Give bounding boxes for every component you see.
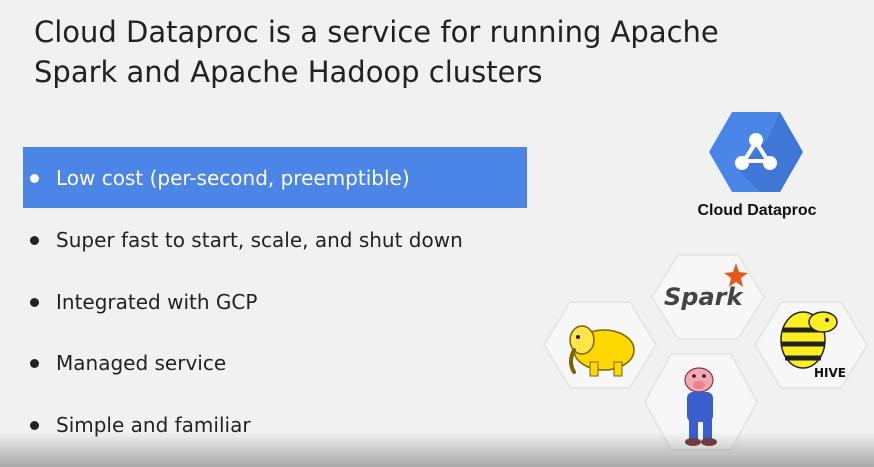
hadoop-elephant-icon — [569, 325, 635, 377]
spark-logo: Spark — [664, 283, 743, 311]
bullet-dot-icon — [30, 297, 39, 307]
bullet-dot-icon — [30, 358, 39, 368]
bullet-dot-icon — [30, 173, 39, 183]
bullet-item: Super fast to start, scale, and shut dow… — [30, 225, 463, 255]
product-name: Cloud Dataproc — [697, 202, 817, 219]
spark-star-icon — [724, 263, 748, 287]
hive-bee-icon — [780, 311, 838, 369]
pig-icon — [684, 367, 717, 446]
bullet-label: Simple and familiar — [56, 413, 251, 437]
bullet-item: Simple and familiar — [30, 410, 251, 440]
bullet-dot-icon — [30, 235, 39, 245]
spark-hexagon — [650, 254, 766, 340]
bullet-label: Super fast to start, scale, and shut dow… — [56, 228, 463, 252]
bullet-item: Managed service — [30, 348, 226, 378]
hive-hexagon — [753, 301, 869, 389]
hive-logo: HIVE — [814, 366, 846, 380]
bullet-label: Managed service — [56, 351, 227, 375]
slide-title: Cloud Dataproc is a service for running … — [34, 15, 719, 89]
bullet-item: Integrated with GCP — [30, 287, 257, 317]
cloud-dataproc-icon — [709, 112, 803, 192]
bullet-label: Integrated with GCP — [56, 290, 258, 314]
bullet-label: Low cost (per-second, preemptible) — [56, 166, 410, 190]
bullet-dot-icon — [30, 420, 39, 430]
bullet-item: Low cost (per-second, preemptible) — [30, 163, 410, 193]
hadoop-hexagon — [542, 301, 658, 389]
bottom-shadow — [0, 432, 874, 467]
pig-hexagon — [643, 353, 759, 451]
highlight-band — [23, 147, 527, 208]
